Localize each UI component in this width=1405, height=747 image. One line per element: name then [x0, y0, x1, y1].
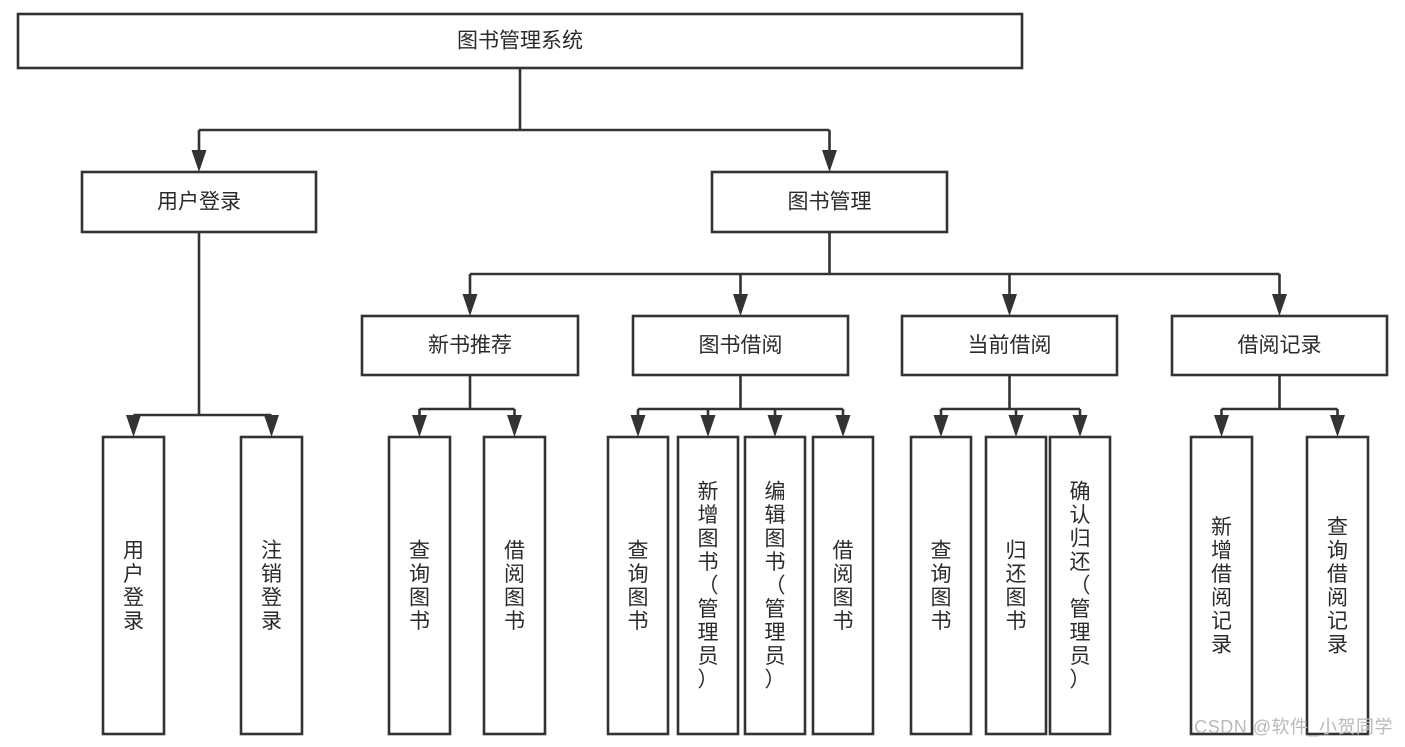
arrow-head-icon — [1330, 415, 1345, 437]
node-leaf9[interactable]: 查询图书 — [909, 435, 973, 736]
arrow-head-icon — [412, 415, 427, 437]
node-label-leaf9: 查询图书 — [931, 539, 952, 633]
arrow-head-icon — [1272, 294, 1287, 316]
arrow-head-icon — [767, 415, 783, 437]
node-label-bookmgmt: 图书管理 — [788, 191, 872, 214]
arrow-head-icon — [507, 415, 522, 437]
node-login[interactable]: 用户登录 — [80, 170, 318, 234]
node-label-leaf10: 归还图书 — [1006, 539, 1027, 633]
arrow-head-icon — [1214, 415, 1229, 437]
node-box-leaf7[interactable] — [743, 435, 807, 736]
node-leaf1[interactable]: 用户登录 — [101, 435, 166, 736]
node-box-leaf4[interactable] — [482, 435, 547, 736]
node-label-leaf5: 查询图书 — [628, 539, 649, 633]
node-leaf13[interactable]: 查询借阅记录 — [1305, 435, 1370, 736]
node-label-leaf1: 用户登录 — [123, 539, 144, 633]
node-leaf6[interactable]: 新增图书（管理员） — [676, 435, 740, 736]
arrow-head-icon — [462, 294, 478, 316]
node-label-leaf2: 注销登录 — [261, 539, 282, 633]
node-label-login: 用户登录 — [157, 191, 241, 214]
node-leaf4[interactable]: 借阅图书 — [482, 435, 547, 736]
arrow-head-icon — [630, 415, 646, 437]
node-label-leaf12: 新增借阅记录 — [1211, 516, 1232, 657]
node-leaf12[interactable]: 新增借阅记录 — [1189, 435, 1254, 736]
node-leaf10[interactable]: 归还图书 — [984, 435, 1048, 736]
node-box-bookmgmt[interactable] — [710, 170, 949, 234]
node-borrow[interactable]: 图书借阅 — [631, 314, 850, 377]
connector-layer — [126, 68, 1345, 437]
node-box-leaf2[interactable] — [239, 435, 304, 736]
node-current[interactable]: 当前借阅 — [900, 314, 1119, 377]
node-label-current: 当前借阅 — [968, 334, 1052, 357]
arrow-head-icon — [191, 150, 207, 172]
node-label-leaf7: 编辑图书（管理员） — [765, 481, 786, 692]
watermark-text: CSDN @软件_小贺同学 — [1194, 717, 1393, 737]
arrow-head-icon — [835, 415, 851, 437]
node-leaf5[interactable]: 查询图书 — [606, 435, 670, 736]
node-box-leaf3[interactable] — [387, 435, 452, 736]
node-label-leaf6: 新增图书（管理员） — [698, 481, 719, 692]
node-bookmgmt[interactable]: 图书管理 — [710, 170, 949, 234]
node-records[interactable]: 借阅记录 — [1170, 314, 1389, 377]
node-box-login[interactable] — [80, 170, 318, 234]
node-leaf3[interactable]: 查询图书 — [387, 435, 452, 736]
node-box-current[interactable] — [900, 314, 1119, 377]
node-box-newbook[interactable] — [360, 314, 580, 377]
node-box-leaf12[interactable] — [1189, 435, 1254, 736]
arrow-head-icon — [1072, 415, 1088, 437]
node-label-leaf8: 借阅图书 — [833, 539, 854, 633]
node-box-records[interactable] — [1170, 314, 1389, 377]
node-label-leaf3: 查询图书 — [409, 539, 430, 633]
node-box-root[interactable] — [16, 12, 1024, 70]
arrow-head-icon — [933, 415, 949, 437]
node-label-leaf4: 借阅图书 — [504, 539, 525, 633]
node-label-borrow: 图书借阅 — [699, 334, 783, 357]
node-box-leaf5[interactable] — [606, 435, 670, 736]
node-leaf2[interactable]: 注销登录 — [239, 435, 304, 736]
node-box-leaf8[interactable] — [811, 435, 875, 736]
arrow-head-icon — [733, 294, 748, 316]
node-box-leaf9[interactable] — [909, 435, 973, 736]
node-leaf7[interactable]: 编辑图书（管理员） — [743, 435, 807, 736]
arrow-head-icon — [1002, 294, 1017, 316]
node-layer: 图书管理系统用户登录图书管理新书推荐图书借阅当前借阅借阅记录用户登录注销登录查询… — [16, 12, 1389, 736]
node-leaf8[interactable]: 借阅图书 — [811, 435, 875, 736]
arrow-head-icon — [822, 150, 837, 172]
node-label-leaf13: 查询借阅记录 — [1327, 516, 1348, 657]
node-box-leaf1[interactable] — [101, 435, 166, 736]
node-box-leaf10[interactable] — [984, 435, 1048, 736]
node-label-records: 借阅记录 — [1238, 334, 1322, 357]
arrow-head-icon — [126, 415, 141, 437]
node-label-root: 图书管理系统 — [457, 30, 583, 53]
arrow-head-icon — [700, 415, 716, 437]
node-box-leaf11[interactable] — [1048, 435, 1112, 736]
arrow-head-icon — [1008, 415, 1024, 437]
node-leaf11[interactable]: 确认归还（管理员） — [1048, 435, 1112, 736]
node-root[interactable]: 图书管理系统 — [16, 12, 1024, 70]
node-box-leaf13[interactable] — [1305, 435, 1370, 736]
node-label-leaf11: 确认归还（管理员） — [1070, 481, 1091, 692]
node-box-leaf6[interactable] — [676, 435, 740, 736]
node-newbook[interactable]: 新书推荐 — [360, 314, 580, 377]
node-label-newbook: 新书推荐 — [428, 334, 512, 357]
arrow-head-icon — [264, 415, 279, 437]
node-box-borrow[interactable] — [631, 314, 850, 377]
